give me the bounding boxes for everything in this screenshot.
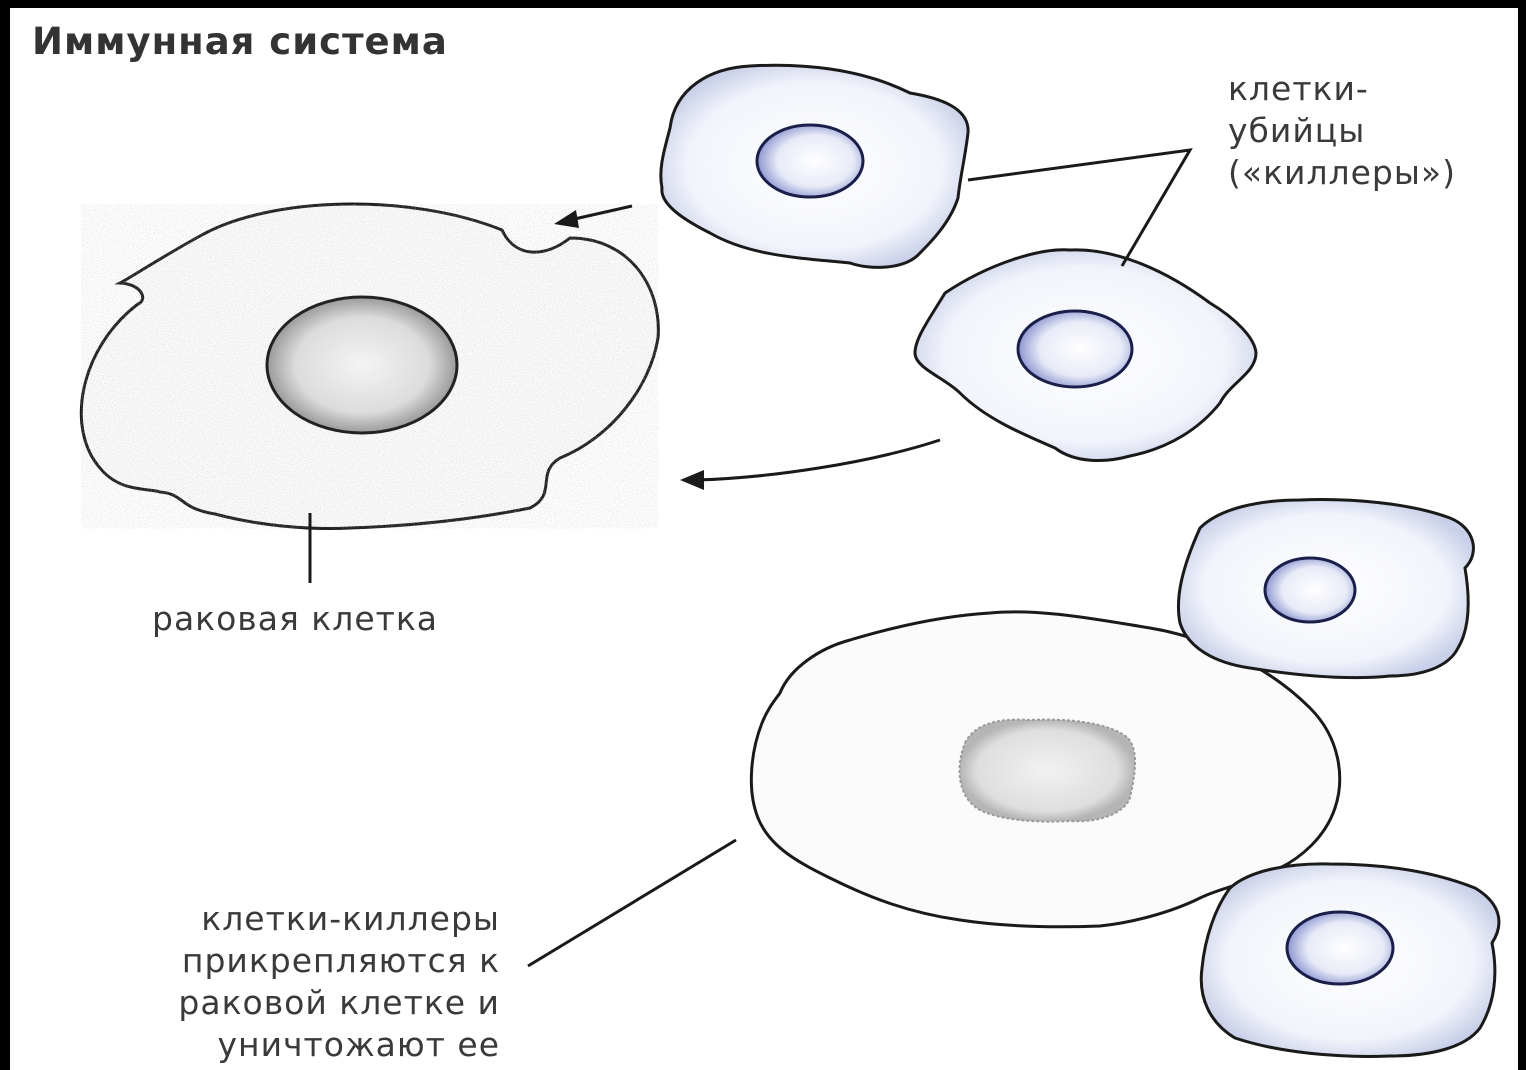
diagram-page: Иммунная система <box>10 8 1518 1070</box>
cancer-cell <box>81 204 658 528</box>
killer-cell-4 <box>1201 864 1499 1057</box>
killer-cell-2 <box>915 250 1256 461</box>
killer-cell-3-nucleus <box>1265 558 1355 622</box>
killer-cell-4-nucleus <box>1287 912 1393 984</box>
attach-caption: клетки-киллеры прикрепляются к раковой к… <box>100 898 500 1066</box>
dying-cell-nucleus <box>960 720 1136 822</box>
cancer-cell-nucleus <box>267 297 457 433</box>
killer-cell-2-nucleus <box>1018 311 1132 387</box>
killer-cell-1 <box>661 65 968 267</box>
cancer-cell-label: раковая клетка <box>152 598 438 640</box>
killer-cell-3 <box>1178 500 1473 678</box>
attach-caption-pointer <box>528 840 736 966</box>
killer-cell-1-nucleus <box>757 125 863 197</box>
killer-cells-label: клетки- убийцы («киллеры») <box>1228 68 1456 194</box>
arrow-2 <box>680 440 940 490</box>
arrow-1 <box>554 206 632 228</box>
